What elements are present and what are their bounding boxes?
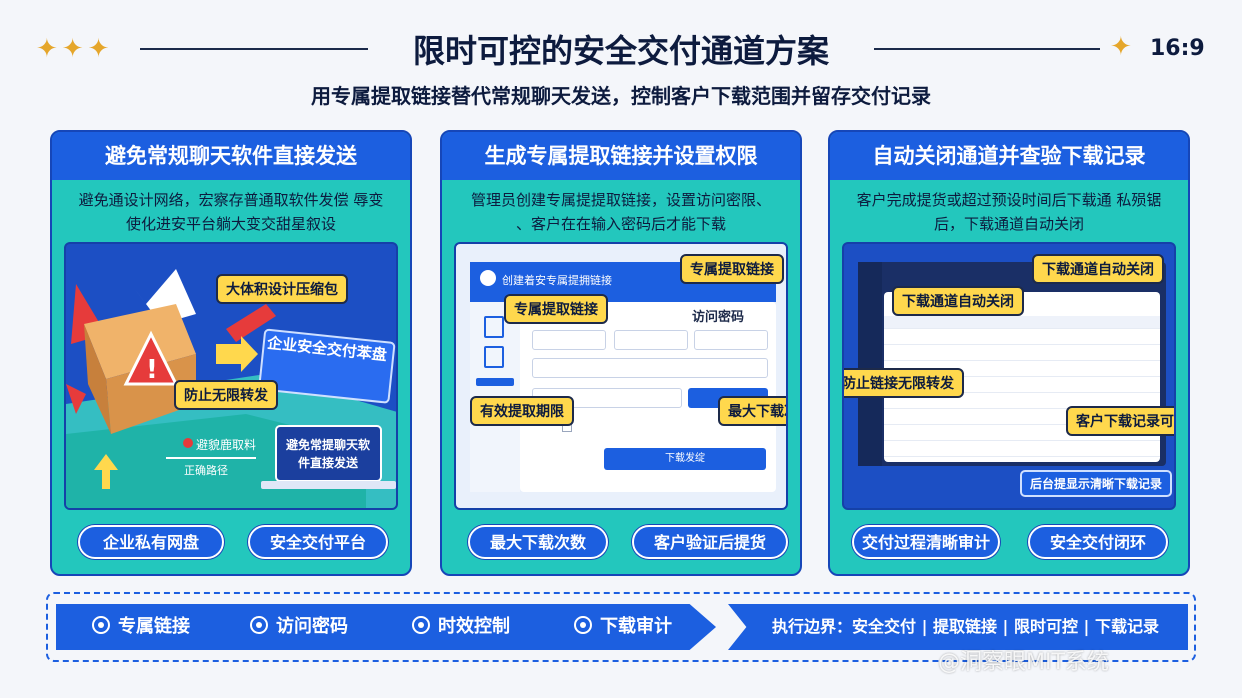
page-title: 限时可控的安全交付通道方案	[412, 32, 829, 70]
document-icon	[484, 316, 504, 338]
card-avoid-chat: 避免常规聊天软件直接发送 避免通设计网络，宏察存普通取软件发偿 辱变使化进安平台…	[50, 130, 412, 576]
target-icon	[412, 616, 430, 634]
target-icon	[250, 616, 268, 634]
app-logo-icon	[480, 270, 496, 286]
card-description: 管理员创建专属提提取链接，设置访问密限、 、客户在在输入密码后才能下载	[470, 191, 771, 233]
feature-access-password: 访问密码	[250, 604, 348, 650]
feature-download-audit: 下载审计	[574, 604, 672, 650]
decor-star-right: ✦	[1110, 32, 1132, 62]
tag-max-downloads: 最大下载次数	[718, 396, 786, 426]
sidebar-active-item	[476, 378, 514, 386]
tag-prevent-forward: 防止无限转发	[174, 380, 278, 410]
file-icon	[484, 346, 504, 368]
target-icon	[92, 616, 110, 634]
tag-exclusive-link: 专属提取链接	[504, 294, 608, 324]
tag-exclusive-link-top: 专属提取链接	[680, 254, 784, 284]
card-illustration: 创建着安专属提拥链接 访问密码 下载发绽 专属提取链接 专属提取链接 有效提取期…	[454, 242, 788, 510]
card-title: 自动关闭通道并查验下载记录	[830, 132, 1188, 180]
label-wrong-path: 避貌鹿取料	[196, 438, 257, 452]
card-auto-close: 自动关闭通道并查验下载记录 客户完成提货或超过预设时间后下载通 私殒锯后，下载通…	[828, 130, 1190, 576]
tag-backend-records: 后台提显示清晰下载记录	[1020, 470, 1173, 497]
field-link[interactable]	[532, 330, 606, 350]
header-divider-left	[140, 48, 368, 50]
tag-prevent-link-forward: 防止链接无限转发	[844, 368, 964, 398]
boundary-arrow	[728, 604, 1188, 650]
card-title: 生成专属提取链接并设置权限	[442, 132, 800, 180]
tag-auto-close: 下载通道自动关闭	[892, 286, 1024, 316]
field-expiry[interactable]	[694, 330, 768, 350]
label-correct-path: 正确路径	[184, 464, 228, 477]
card-generate-link: 生成专属提取链接并设置权限 管理员创建专属提提取链接，设置访问密限、 、客户在在…	[440, 130, 802, 576]
field-password[interactable]	[614, 330, 688, 350]
feature-label: 访问密码	[276, 616, 348, 637]
feature-label: 下载审计	[600, 616, 672, 637]
field-note[interactable]	[532, 358, 768, 378]
aspect-ratio-label: 16:9	[1150, 36, 1205, 61]
feature-label: 专属链接	[118, 616, 190, 637]
card-description: 避免通设计网络，宏察存普通取软件发偿 辱变使化进安平台躺大变交甜星叙设	[78, 191, 384, 233]
pill-max-downloads: 最大下载次数	[468, 525, 608, 559]
header-divider-right	[874, 48, 1100, 50]
svg-text:!: !	[146, 355, 158, 385]
card-illustration: ! 大体积设计压缩包 企业安全交付苯盘 防止无限转发 避貌鹿取料 正确路径 避免…	[64, 242, 398, 510]
feature-time-control: 时效控制	[412, 604, 510, 650]
pill-closed-loop: 安全交付闭环	[1028, 525, 1168, 559]
label-avoid-chat-send: 避免常提聊天软 件直接发送	[285, 438, 370, 470]
target-icon	[574, 616, 592, 634]
feature-label: 时效控制	[438, 616, 510, 637]
window-title: 创建着安专属提拥链接	[502, 274, 612, 287]
download-send-button[interactable]: 下载发绽	[604, 448, 766, 470]
tag-valid-period: 有效提取期限	[470, 396, 574, 426]
access-password-label: 访问密码	[692, 310, 745, 325]
tag-download-records: 客户下载记录可查	[1066, 406, 1174, 436]
watermark: @洞察眼MIT系统	[938, 650, 1109, 675]
decor-stars-left: ✦✦✦	[36, 34, 114, 64]
feature-exclusive-link: 专属链接	[92, 604, 190, 650]
tag-large-package: 大体积设计压缩包	[216, 274, 348, 304]
pill-private-disk: 企业私有网盘	[78, 525, 224, 559]
pill-audit: 交付过程清晰审计	[852, 525, 1000, 559]
package-illustration-icon: !	[66, 264, 396, 508]
page-subtitle: 用专属提取链接替代常规聊天发送，控制客户下载范围并留存交付记录	[311, 84, 931, 108]
card-illustration: 下载通道自动关闭 下载通道自动关闭 防止链接无限转发 客户下载记录可查 后台提显…	[842, 242, 1176, 510]
tag-auto-close-top: 下载通道自动关闭	[1032, 254, 1164, 284]
execution-boundary: 执行边界：安全交付 | 提取链接 | 限时可控 | 下载记录	[772, 617, 1159, 636]
card-title: 避免常规聊天软件直接发送	[52, 132, 410, 180]
admin-sidebar	[858, 262, 882, 466]
features-arrow	[56, 604, 716, 650]
pill-secure-platform: 安全交付平台	[248, 525, 388, 559]
card-description: 客户完成提货或超过预设时间后下载通 私殒锯后，下载通道自动关闭	[856, 191, 1162, 233]
summary-bar: 专属链接 访问密码 时效控制 下载审计 执行边界：安全交付 | 提取链接 | 限…	[46, 592, 1196, 662]
pill-verify-pickup: 客户验证后提货	[632, 525, 788, 559]
